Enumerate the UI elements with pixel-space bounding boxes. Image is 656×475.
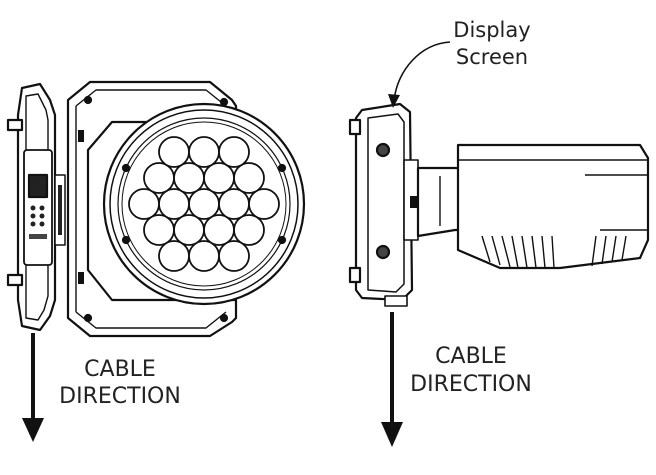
- display-window: [27, 173, 49, 199]
- front-view-fixture: [6, 80, 306, 338]
- side-control-panel: [6, 82, 66, 332]
- curved-pointer-arrow-icon: [393, 41, 451, 101]
- left-cable-arrow: [22, 333, 44, 442]
- callout-label-line2: Screen: [456, 45, 528, 69]
- cooling-fins: [481, 235, 627, 269]
- callout-label-line1: Display: [453, 18, 530, 42]
- right-cable-arrow: [381, 312, 403, 447]
- display-screen-callout: [388, 41, 451, 108]
- left-cable-label-line1: CABLE: [84, 357, 156, 382]
- arrow-down-icon: [381, 422, 403, 447]
- side-view-fixture: [348, 102, 650, 307]
- side-panel: [348, 102, 419, 307]
- led-lens-array: [128, 136, 280, 272]
- right-cable-label-line2: DIRECTION: [410, 372, 532, 397]
- head-body: [456, 143, 650, 270]
- left-cable-label-line2: DIRECTION: [59, 384, 181, 409]
- arrow-down-icon: [22, 418, 44, 442]
- button-cluster: [30, 205, 45, 227]
- right-cable-label-line1: CABLE: [435, 344, 507, 369]
